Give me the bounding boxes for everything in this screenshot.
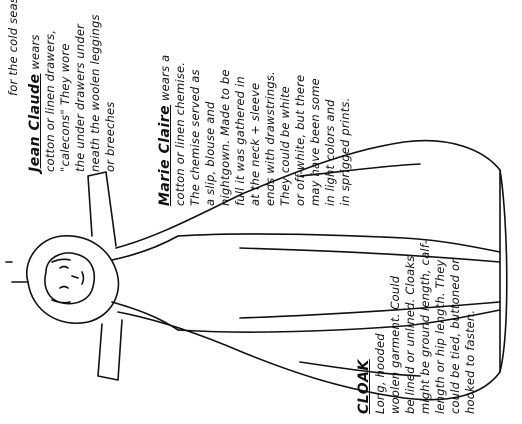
marie-claire-title: Marie Claire <box>157 105 173 206</box>
marie-claire-line: ends with drawstrings. <box>263 55 278 206</box>
marie-claire-line: nightgown. Made to be <box>218 55 233 206</box>
header-note: for the cold season <box>6 0 21 96</box>
marie-claire-line: The chemise served as <box>188 55 203 206</box>
jean-claude-line: or breeches <box>103 14 118 172</box>
marie-claire-line: in sprigged prints. <box>338 55 353 206</box>
cloak-line: length or hip length. They <box>433 240 448 414</box>
jean-claude-line: cotton or linen drawers, <box>43 14 58 172</box>
jean-claude-line: the under drawers under <box>73 14 88 172</box>
jean-claude-line: neath the woolen leggings <box>88 14 103 172</box>
marie-claire-note: Marie Claire wears a cotton or linen che… <box>158 55 353 206</box>
cloak-line: hooked to fasten. <box>463 240 478 414</box>
cloak-title: CLOAK <box>356 240 373 414</box>
hood-outline <box>27 236 119 323</box>
cloak-line: Long, hooded <box>373 240 388 414</box>
cloak-line: might be ground length, calf- <box>418 240 433 414</box>
jean-claude-line: "calecons" They wore <box>58 14 73 172</box>
cloak-line: could be tied, buttoned or <box>448 240 463 414</box>
jean-claude-note: Jean Claude wears cotton or linen drawer… <box>28 14 118 172</box>
marie-claire-line: at the neck + sleeve <box>248 55 263 206</box>
marie-claire-line: a slip, blouse and <box>203 55 218 206</box>
marie-claire-line: They could be white <box>278 55 293 206</box>
marie-claire-line: in light colors and <box>323 55 338 206</box>
jean-claude-title: Jean Claude <box>27 74 43 173</box>
marie-claire-line: cotton or linen chemise. <box>173 55 188 206</box>
marie-claire-line: may have been some <box>308 55 323 206</box>
cloak-line: be lined or unlined. Cloaks <box>403 240 418 414</box>
marie-claire-line: or off-white, but there <box>293 55 308 206</box>
cloak-line: woolen garment. Could <box>388 240 403 414</box>
cloak-note: CLOAK Long, hooded woolen garment. Could… <box>356 240 478 414</box>
marie-claire-line: full it was gathered in <box>233 55 248 206</box>
